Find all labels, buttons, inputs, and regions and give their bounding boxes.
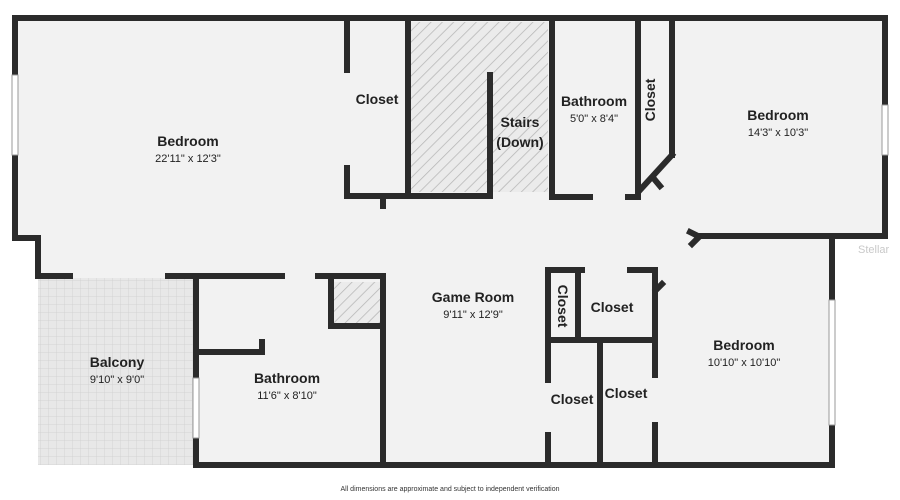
windows (11, 74, 889, 439)
bathroom1-label: Bathroom 5'0" x 8'4" (561, 93, 627, 125)
gameroom-label: Game Room 9'11" x 12'9" (432, 289, 514, 321)
bathroom2-label: Bathroom 11'6" x 8'10" (254, 370, 320, 402)
bedroom1-dims: 22'11" x 12'3" (155, 153, 221, 165)
bedroom3-dims: 10'10" x 10'10" (708, 357, 781, 369)
balcony-floor (38, 278, 196, 465)
closet1-label: Closet (356, 91, 399, 107)
stairs-line1: Stairs (501, 114, 540, 130)
closet3-label: Closet (555, 285, 571, 328)
bedroom2-label: Bedroom 14'3" x 10'3" (747, 107, 808, 139)
gameroom-dims: 9'11" x 12'9" (443, 309, 503, 321)
closet4-label: Closet (591, 299, 634, 315)
bathroom2-name: Bathroom (254, 370, 320, 386)
stairs-label: Stairs (Down) (496, 114, 543, 150)
balcony-name: Balcony (90, 354, 145, 370)
balcony-dims: 9'10" x 9'0" (90, 374, 144, 386)
brand-watermark: Stellar (858, 244, 890, 256)
bedroom2-dims: 14'3" x 10'3" (748, 127, 808, 139)
disclaimer-footer: All dimensions are approximate and subje… (340, 486, 560, 493)
bedroom1-label: Bedroom 22'11" x 12'3" (155, 133, 221, 165)
shaft-hatch (333, 282, 381, 324)
bedroom1-name: Bedroom (157, 133, 218, 149)
balcony-label: Balcony 9'10" x 9'0" (90, 354, 145, 386)
bedroom2-name: Bedroom (747, 107, 808, 123)
bedroom3-label: Bedroom 10'10" x 10'10" (708, 337, 781, 369)
closet6-label: Closet (605, 385, 648, 401)
bathroom1-name: Bathroom (561, 93, 627, 109)
closet5-label: Closet (551, 391, 594, 407)
stairs-landing (492, 75, 548, 190)
bathroom2-dims: 11'6" x 8'10" (257, 390, 317, 402)
closet2-label: Closet (642, 78, 658, 121)
stairs-line2: (Down) (496, 134, 543, 150)
bedroom3-name: Bedroom (713, 337, 774, 353)
gameroom-name: Game Room (432, 289, 514, 305)
bathroom1-dims: 5'0" x 8'4" (570, 113, 618, 125)
